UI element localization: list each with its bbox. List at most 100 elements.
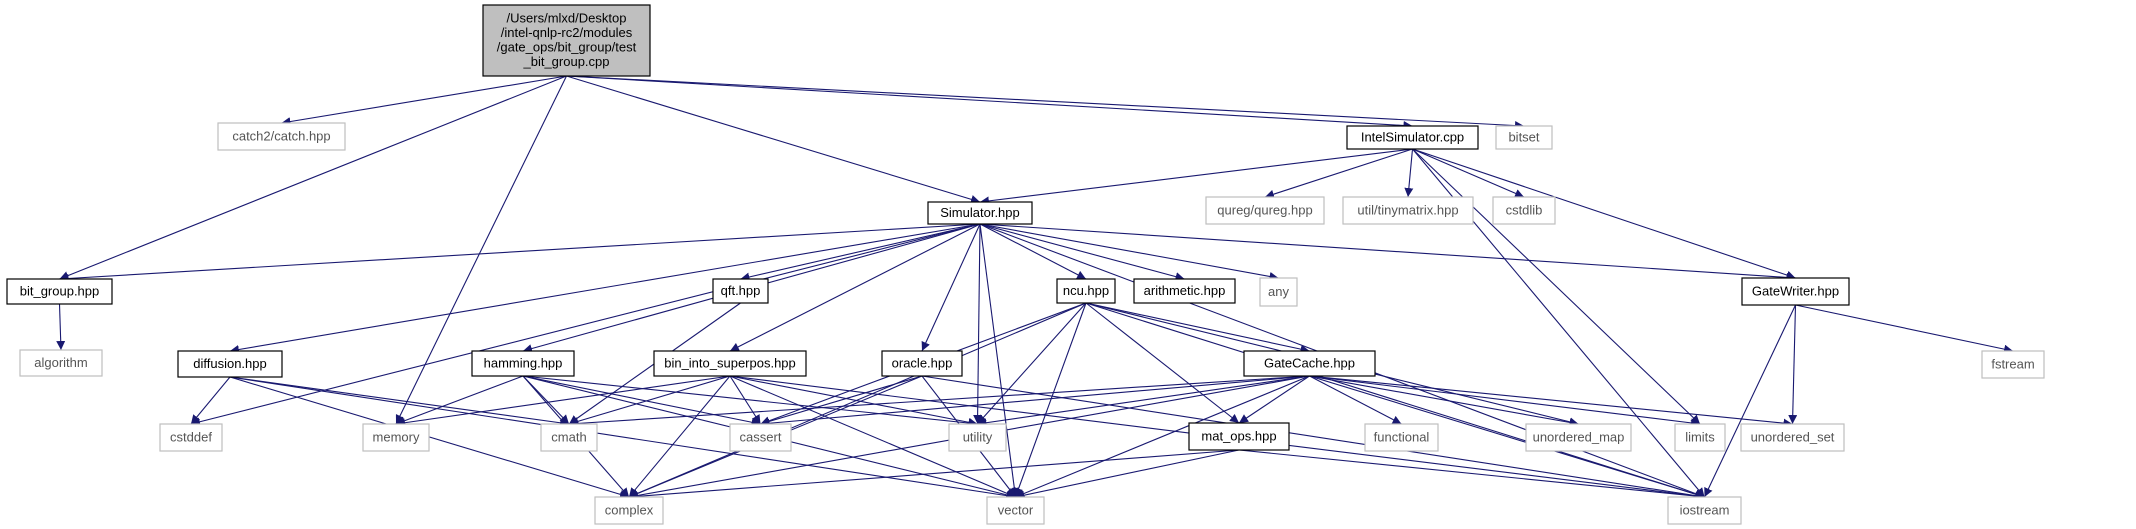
node-label: GateCache.hpp bbox=[1264, 355, 1355, 370]
edge-ncu-to-utility bbox=[977, 302, 1087, 425]
node-box-hamming bbox=[471, 350, 575, 377]
node-ncu[interactable]: ncu.hpp bbox=[1056, 278, 1116, 304]
node-vector: vector bbox=[986, 496, 1045, 525]
edge-simulator-to-bit_group bbox=[59, 223, 981, 283]
node-cmath: cmath bbox=[540, 423, 598, 452]
edge-mat_ops-to-vector bbox=[1015, 449, 1240, 500]
node-label: unordered_set bbox=[1751, 429, 1835, 444]
node-arithmetic[interactable]: arithmetic.hpp bbox=[1133, 278, 1236, 304]
edge-intelsim-to-gatewriter bbox=[1412, 148, 1796, 280]
node-box-qureg bbox=[1205, 196, 1325, 225]
edge-gatecache-to-functional bbox=[1309, 375, 1402, 425]
edge-bin_into-to-utility bbox=[729, 375, 978, 427]
edge-intelsim-to-tinymatrix bbox=[1404, 148, 1414, 198]
node-bit_group[interactable]: bit_group.hpp bbox=[6, 278, 113, 305]
node-label: Simulator.hpp bbox=[940, 205, 1020, 220]
edge-bin_into-to-vector bbox=[729, 375, 1016, 498]
edge-intelsim-to-limits bbox=[1412, 148, 1701, 425]
node-label: functional bbox=[1374, 429, 1430, 444]
node-box-test_bit_group bbox=[482, 4, 651, 77]
node-label: cstddef bbox=[170, 429, 212, 444]
node-label: _bit_group.cpp bbox=[522, 54, 609, 69]
node-any: any bbox=[1259, 277, 1298, 307]
node-label: ncu.hpp bbox=[1063, 283, 1109, 298]
node-hamming[interactable]: hamming.hpp bbox=[471, 350, 575, 377]
node-box-catch bbox=[217, 122, 346, 151]
node-iostream: iostream bbox=[1667, 496, 1742, 525]
node-label: util/tinymatrix.hpp bbox=[1357, 202, 1458, 217]
node-label: cassert bbox=[740, 429, 782, 444]
edge-bin_into-to-cmath bbox=[568, 375, 731, 426]
edge-diffusion-to-cmath bbox=[229, 376, 570, 428]
node-box-unordered_set bbox=[1740, 423, 1845, 452]
node-bin_into[interactable]: bin_into_superpos.hpp bbox=[653, 350, 807, 377]
node-box-bitset bbox=[1495, 125, 1553, 150]
node-label: complex bbox=[605, 502, 654, 517]
node-label: bit_group.hpp bbox=[20, 283, 100, 298]
edge-diffusion-to-cstddef bbox=[190, 376, 231, 425]
node-box-any bbox=[1259, 277, 1298, 307]
node-box-qft bbox=[712, 278, 769, 304]
node-qft[interactable]: qft.hpp bbox=[712, 278, 769, 304]
node-box-cmath bbox=[540, 423, 598, 452]
edge-bin_into-to-memory bbox=[395, 375, 731, 428]
edge-simulator-to-arithmetic bbox=[979, 223, 1185, 282]
node-box-limits bbox=[1674, 423, 1726, 452]
node-qureg: qureg/qureg.hpp bbox=[1205, 196, 1325, 225]
node-box-arithmetic bbox=[1133, 278, 1236, 304]
edges-layer bbox=[56, 75, 2014, 501]
node-box-memory bbox=[362, 423, 430, 452]
edge-diffusion-to-vector bbox=[229, 376, 1016, 501]
edge-intelsim-to-cstdlib bbox=[1412, 148, 1525, 198]
node-box-gatecache bbox=[1243, 350, 1376, 377]
node-oracle[interactable]: oracle.hpp bbox=[881, 350, 963, 377]
node-box-bit_group bbox=[6, 278, 113, 305]
node-label: IntelSimulator.cpp bbox=[1361, 129, 1464, 144]
node-gatewriter[interactable]: GateWriter.hpp bbox=[1741, 277, 1850, 306]
node-label: /Users/mlxd/Desktop bbox=[507, 11, 627, 26]
node-complex: complex bbox=[594, 496, 664, 525]
edge-intelsim-to-qureg bbox=[1264, 148, 1413, 199]
node-label: GateWriter.hpp bbox=[1752, 283, 1839, 298]
edge-gatecache-to-vector bbox=[1015, 375, 1310, 498]
node-box-utility bbox=[948, 423, 1007, 452]
node-bitset: bitset bbox=[1495, 125, 1553, 150]
node-tinymatrix: util/tinymatrix.hpp bbox=[1342, 196, 1474, 225]
node-box-bin_into bbox=[653, 350, 807, 377]
edge-simulator-to-diffusion bbox=[229, 223, 981, 354]
node-simulator[interactable]: Simulator.hpp bbox=[927, 201, 1033, 225]
node-label: vector bbox=[998, 502, 1034, 517]
node-box-fstream bbox=[1981, 350, 2045, 379]
node-box-functional bbox=[1364, 423, 1439, 452]
node-gatecache[interactable]: GateCache.hpp bbox=[1243, 350, 1376, 377]
node-diffusion[interactable]: diffusion.hpp bbox=[177, 350, 283, 378]
node-label: limits bbox=[1685, 429, 1715, 444]
edge-simulator-to-ncu bbox=[979, 223, 1087, 280]
node-label: diffusion.hpp bbox=[193, 356, 267, 371]
node-unordered_set: unordered_set bbox=[1740, 423, 1845, 452]
node-label: oracle.hpp bbox=[892, 355, 953, 370]
node-label: iostream bbox=[1680, 502, 1730, 517]
node-label: unordered_map bbox=[1533, 429, 1625, 444]
edge-test_bit_group-to-memory bbox=[395, 75, 567, 425]
edge-test_bit_group-to-simulator bbox=[566, 75, 981, 204]
node-box-cstdlib bbox=[1492, 196, 1556, 225]
edge-simulator-to-bin_into bbox=[729, 223, 981, 352]
node-test_bit_group[interactable]: /Users/mlxd/Desktop/intel-qnlp-rc2/modul… bbox=[482, 4, 651, 77]
edge-bit_group-to-algorithm bbox=[56, 303, 66, 351]
node-label: qureg/qureg.hpp bbox=[1217, 202, 1312, 217]
node-mat_ops[interactable]: mat_ops.hpp bbox=[1188, 422, 1290, 451]
edge-gatecache-to-unordered_set bbox=[1309, 375, 1793, 428]
edge-gatecache-to-mat_ops bbox=[1238, 375, 1310, 424]
node-label: cstdlib bbox=[1506, 202, 1543, 217]
node-box-cstddef bbox=[159, 423, 223, 452]
edge-gatecache-to-limits bbox=[1309, 375, 1701, 428]
node-label: arithmetic.hpp bbox=[1144, 283, 1226, 298]
edge-oracle-to-cassert bbox=[760, 375, 923, 426]
nodes-layer: /Users/mlxd/Desktop/intel-qnlp-rc2/modul… bbox=[6, 4, 2045, 525]
edge-hamming-to-memory bbox=[395, 375, 524, 426]
node-intelsim[interactable]: IntelSimulator.cpp bbox=[1346, 125, 1479, 150]
node-label: utility bbox=[963, 429, 993, 444]
node-limits: limits bbox=[1674, 423, 1726, 452]
